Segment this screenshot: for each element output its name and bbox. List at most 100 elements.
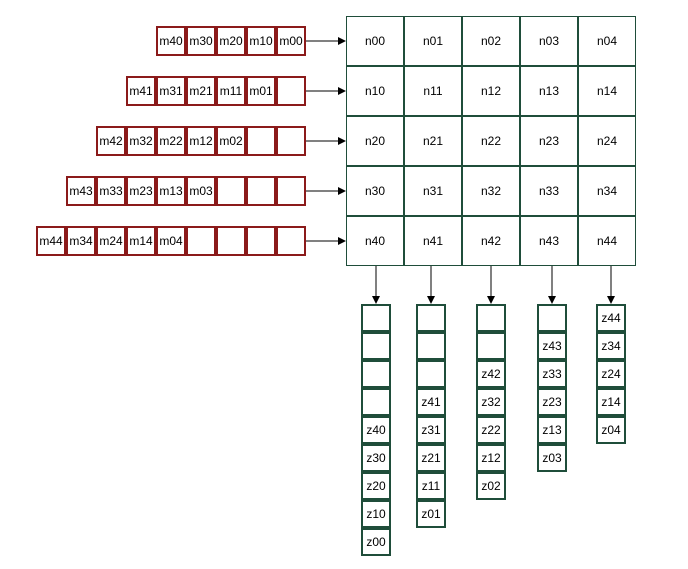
n-grid-cell: n42 <box>462 216 520 266</box>
m-row-3-cell: m23 <box>126 176 156 206</box>
m-row-3-cell: m43 <box>66 176 96 206</box>
m-row-3-cell <box>246 176 276 206</box>
m-row-2-cell: m12 <box>186 126 216 156</box>
m-row-0-cell: m00 <box>276 26 306 56</box>
z-col-3-arrow <box>548 266 556 304</box>
z-col-0-cell: z40 <box>361 416 391 444</box>
m-row-1-cell: m01 <box>246 76 276 106</box>
m-row-3-cell <box>216 176 246 206</box>
m-row-2-cell <box>246 126 276 156</box>
z-col-3-cell: z23 <box>537 388 567 416</box>
n-grid-cell: n14 <box>578 66 636 116</box>
n-grid-cell: n04 <box>578 16 636 66</box>
n-grid-cell: n33 <box>520 166 578 216</box>
m-row-2-cell: m22 <box>156 126 186 156</box>
m-row-1-cell: m31 <box>156 76 186 106</box>
n-grid-cell: n02 <box>462 16 520 66</box>
m-row-3-cell: m03 <box>186 176 216 206</box>
m-row-0-arrow <box>306 37 346 45</box>
n-grid-cell: n30 <box>346 166 404 216</box>
n-grid-cell: n10 <box>346 66 404 116</box>
m-row-4-cell <box>186 226 216 256</box>
n-grid-cell: n23 <box>520 116 578 166</box>
n-grid-cell: n31 <box>404 166 462 216</box>
z-col-1-cell: z41 <box>416 388 446 416</box>
m-row-1-arrow <box>306 87 346 95</box>
z-col-3-cell <box>537 304 567 332</box>
z-col-1-cell <box>416 304 446 332</box>
n-grid-cell: n12 <box>462 66 520 116</box>
z-col-4-cell: z34 <box>596 332 626 360</box>
z-col-2-cell <box>476 304 506 332</box>
n-grid-cell: n11 <box>404 66 462 116</box>
z-col-3-cell: z13 <box>537 416 567 444</box>
m-row-1-cell: m41 <box>126 76 156 106</box>
z-col-2-cell: z22 <box>476 416 506 444</box>
n-grid-cell: n44 <box>578 216 636 266</box>
z-col-0-cell: z00 <box>361 528 391 556</box>
z-col-4-cell: z14 <box>596 388 626 416</box>
z-col-1-cell: z11 <box>416 472 446 500</box>
m-row-1-cell: m11 <box>216 76 246 106</box>
m-row-2-cell <box>276 126 306 156</box>
n-grid-cell: n21 <box>404 116 462 166</box>
m-row-4-arrow <box>306 237 346 245</box>
n-grid-cell: n00 <box>346 16 404 66</box>
z-col-4-cell: z24 <box>596 360 626 388</box>
z-col-0-cell: z30 <box>361 444 391 472</box>
z-col-4-cell: z04 <box>596 416 626 444</box>
n-grid-cell: n43 <box>520 216 578 266</box>
z-col-1-cell: z21 <box>416 444 446 472</box>
z-col-1-cell <box>416 360 446 388</box>
m-row-1-cell: m21 <box>186 76 216 106</box>
m-row-2-cell: m32 <box>126 126 156 156</box>
z-col-0-arrow <box>372 266 380 304</box>
z-col-1-cell: z01 <box>416 500 446 528</box>
m-row-4-cell <box>276 226 306 256</box>
m-row-4-cell: m34 <box>66 226 96 256</box>
m-row-4-cell: m14 <box>126 226 156 256</box>
m-row-4-cell: m04 <box>156 226 186 256</box>
z-col-0-cell <box>361 304 391 332</box>
z-col-2-arrow <box>487 266 495 304</box>
z-col-3-cell: z43 <box>537 332 567 360</box>
n-grid-cell: n22 <box>462 116 520 166</box>
m-row-3-cell: m33 <box>96 176 126 206</box>
n-grid-cell: n01 <box>404 16 462 66</box>
z-col-4-arrow <box>607 266 615 304</box>
z-col-0-cell: z10 <box>361 500 391 528</box>
m-row-4-cell: m24 <box>96 226 126 256</box>
z-col-1-cell: z31 <box>416 416 446 444</box>
z-col-2-cell: z12 <box>476 444 506 472</box>
z-col-2-cell: z32 <box>476 388 506 416</box>
z-col-1-arrow <box>427 266 435 304</box>
m-row-2-cell: m42 <box>96 126 126 156</box>
z-col-0-cell: z20 <box>361 472 391 500</box>
z-col-3-cell: z03 <box>537 444 567 472</box>
n-grid-cell: n32 <box>462 166 520 216</box>
z-col-2-cell <box>476 332 506 360</box>
z-col-2-cell: z02 <box>476 472 506 500</box>
n-grid-cell: n03 <box>520 16 578 66</box>
z-col-0-cell <box>361 360 391 388</box>
z-col-0-cell <box>361 332 391 360</box>
m-row-3-arrow <box>306 187 346 195</box>
m-row-3-cell <box>276 176 306 206</box>
n-grid-cell: n24 <box>578 116 636 166</box>
z-col-0-cell <box>361 388 391 416</box>
m-row-3-cell: m13 <box>156 176 186 206</box>
m-row-2-cell: m02 <box>216 126 246 156</box>
z-col-4-cell: z44 <box>596 304 626 332</box>
m-row-1-cell <box>276 76 306 106</box>
n-grid-cell: n34 <box>578 166 636 216</box>
m-row-4-cell <box>216 226 246 256</box>
m-row-0-cell: m40 <box>156 26 186 56</box>
z-col-3-cell: z33 <box>537 360 567 388</box>
n-grid-cell: n41 <box>404 216 462 266</box>
m-row-4-cell: m44 <box>36 226 66 256</box>
n-grid-cell: n20 <box>346 116 404 166</box>
m-row-0-cell: m30 <box>186 26 216 56</box>
m-row-2-arrow <box>306 137 346 145</box>
